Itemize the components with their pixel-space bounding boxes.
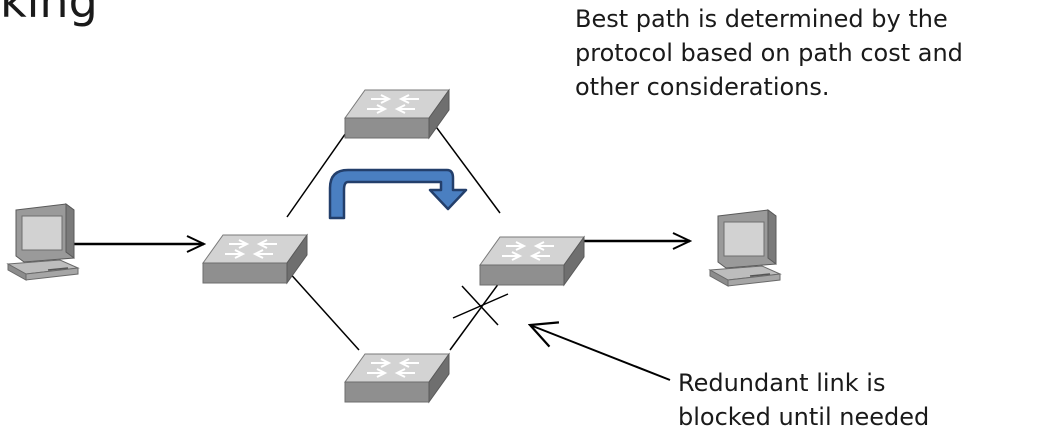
computer-icon xyxy=(7,203,79,281)
block-mark-icon xyxy=(452,285,509,326)
blocked-link-pointer-arrow xyxy=(530,325,671,381)
switch-icon xyxy=(344,353,450,403)
link-switch-top-to-switch-right xyxy=(430,119,501,214)
switch-icon xyxy=(479,236,585,286)
best-path-note-line: protocol based on path cost and xyxy=(575,39,963,67)
redundant-link-note-line: blocked until needed xyxy=(678,403,930,431)
slide-title: king xyxy=(0,0,98,28)
link-switch-left-to-switch-bottom xyxy=(286,269,360,351)
computer-icon xyxy=(709,209,781,287)
link-switch-left-to-switch-top xyxy=(286,119,356,218)
redundant-link-note: Redundant link is blocked until needed xyxy=(678,366,929,434)
best-path-note-line: other considerations. xyxy=(575,73,830,101)
switch-icon xyxy=(344,89,450,139)
switch-icon xyxy=(202,234,308,284)
redundant-link-note-line: Redundant link is xyxy=(678,369,886,397)
best-path-note-line: Best path is determined by the xyxy=(575,5,948,33)
best-path-note: Best path is determined by the protocol … xyxy=(575,2,963,104)
curved-arrow-icon xyxy=(328,168,468,220)
